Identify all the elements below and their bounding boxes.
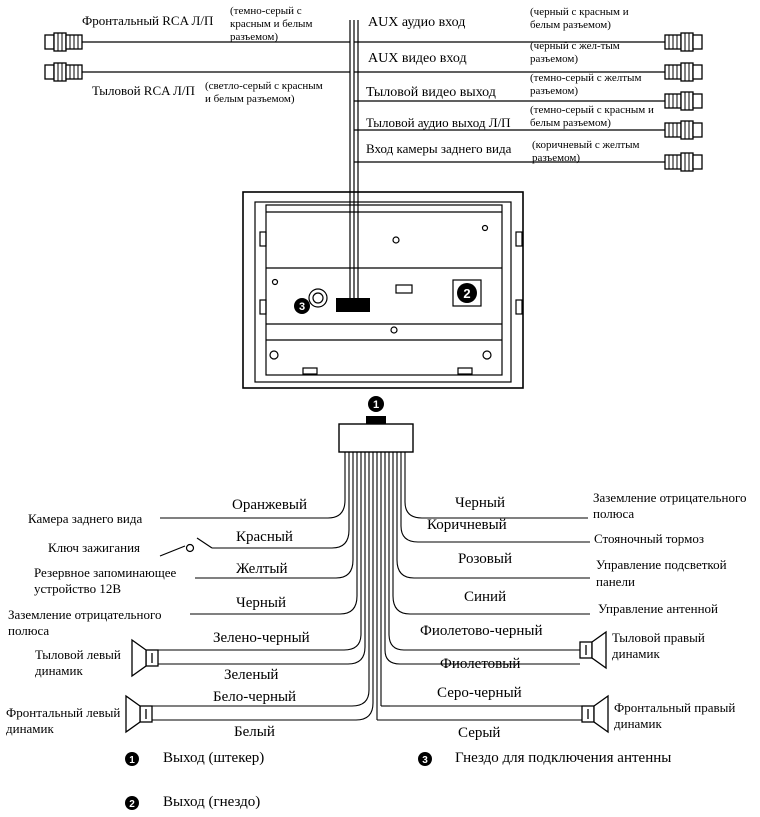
wire-violet-label: Фиолетовый <box>440 656 521 672</box>
wire-green-black-label: Зелено-черный <box>213 630 310 646</box>
wire-green-label: Зеленый <box>224 667 279 683</box>
socket-2-icon: 2 <box>457 283 477 303</box>
front-rca-label: Фронтальный RCA Л/П <box>82 13 214 28</box>
svg-text:1: 1 <box>373 399 379 411</box>
wire-pink-label: Розовый <box>458 551 512 567</box>
legend-marker-1-icon: 1 <box>125 752 139 766</box>
left-wires <box>152 452 374 721</box>
wire-gray-black-label: Серо-черный <box>437 685 522 701</box>
label-ground-left-1: Заземление отрицательного <box>8 607 162 622</box>
camera-in-note: (коричневый с желтым разъемом) <box>532 139 640 164</box>
front-rca-note: (темно-серый с красным и белым разъемом) <box>230 5 313 43</box>
label-rear-right-speaker-2: динамик <box>612 646 660 661</box>
wire-white-label: Белый <box>234 724 275 740</box>
harness-plug-tab <box>366 416 386 424</box>
label-rear-left-speaker-1: Тыловой левый <box>35 647 121 662</box>
wire-violet-black-label: Фиолетово-черный <box>420 623 543 639</box>
label-rear-left-speaker-2: динамик <box>35 663 83 678</box>
socket-3-icon: 3 <box>294 298 310 314</box>
harness-plug-body <box>338 423 414 453</box>
label-front-right-speaker-2: динамик <box>614 716 662 731</box>
label-ground-left-2: полюса <box>8 623 50 638</box>
right-wires <box>376 452 590 720</box>
wire-black-right-label: Черный <box>455 495 506 511</box>
svg-text:1: 1 <box>129 755 135 766</box>
label-parking-brake: Стояночный тормоз <box>594 531 704 546</box>
label-backup-memory-2: устройство 12В <box>34 581 121 596</box>
aux-audio-plug-icon <box>664 32 703 52</box>
aux-audio-note: (черный с красным и белым разъемом) <box>530 6 629 31</box>
aux-video-plug-icon <box>664 62 703 82</box>
rca-cables <box>82 20 665 305</box>
legend-item-socket: Выход (гнездо) <box>163 794 261 810</box>
label-rear-camera: Камера заднего вида <box>28 511 143 526</box>
camera-plug-icon <box>664 152 703 172</box>
label-front-left-speaker-1: Фронтальный левый <box>6 705 121 720</box>
wire-gray-label: Серый <box>458 725 501 741</box>
wire-white-black-label: Бело-черный <box>213 689 297 705</box>
label-illumination-2: панели <box>596 574 635 589</box>
label-backup-memory-1: Резервное запоминающее <box>34 565 177 580</box>
label-rear-right-speaker-1: Тыловой правый <box>612 630 705 645</box>
speaker-front-left-icon <box>125 694 153 734</box>
legend-marker-3-icon: 3 <box>418 752 432 766</box>
rear-audio-out-note: (темно-серый с красным и белым разъемом) <box>530 104 654 129</box>
aux-video-label: AUX видео вход <box>368 51 467 66</box>
wire-orange-label: Оранжевый <box>232 497 308 513</box>
harness-socket-icon <box>336 298 370 312</box>
label-front-left-speaker-2: динамик <box>6 721 54 736</box>
head-unit-icon <box>242 191 524 389</box>
wire-yellow-label: Желтый <box>236 561 288 577</box>
front-rca-plug-icon <box>44 32 83 52</box>
label-front-right-speaker-1: Фронтальный правый <box>614 700 736 715</box>
svg-text:2: 2 <box>463 286 470 301</box>
rear-audio-plug-icon <box>664 120 703 140</box>
rear-video-out-note: (темно-серый с желтым разъемом) <box>530 72 642 97</box>
svg-text:3: 3 <box>299 301 305 313</box>
rear-video-out-label: Тыловой видео выход <box>366 85 496 100</box>
wire-brown-label: Коричневый <box>427 517 507 533</box>
svg-text:3: 3 <box>422 755 428 766</box>
aux-audio-label: AUX аудио вход <box>368 15 466 30</box>
rear-video-plug-icon <box>664 91 703 111</box>
svg-text:2: 2 <box>129 799 135 810</box>
rear-rca-label: Тыловой RCA Л/П <box>92 83 195 98</box>
legend-item-antenna-jack: Гнездо для подключения антенны <box>455 750 672 766</box>
label-ignition-key: Ключ зажигания <box>48 540 141 555</box>
speaker-front-right-icon <box>581 694 609 734</box>
rear-audio-out-label: Тыловой аудио выход Л/П <box>366 115 511 130</box>
speaker-rear-right-icon <box>579 630 607 670</box>
wire-red-label: Красный <box>236 529 293 545</box>
plug-1-icon: 1 <box>368 396 384 412</box>
legend-item-plug: Выход (штекер) <box>163 750 265 766</box>
rear-rca-note: (светло-серый с красным и белым разъемом… <box>205 80 323 105</box>
label-illumination-1: Управление подсветкой <box>596 557 727 572</box>
ignition-switch-icon <box>185 543 195 553</box>
legend-marker-2-icon: 2 <box>125 796 139 810</box>
label-ground-right-1: Заземление отрицательного <box>593 490 747 505</box>
speaker-rear-left-icon <box>131 638 159 678</box>
wire-blue-label: Синий <box>464 589 507 605</box>
wire-black-left-label: Черный <box>236 595 287 611</box>
label-ground-right-2: полюса <box>593 506 635 521</box>
aux-video-note: (черный с жел-тым разъемом) <box>530 40 620 65</box>
camera-in-label: Вход камеры заднего вида <box>366 141 512 156</box>
label-antenna-control: Управление антенной <box>598 601 718 616</box>
rear-rca-plug-icon <box>44 62 83 82</box>
